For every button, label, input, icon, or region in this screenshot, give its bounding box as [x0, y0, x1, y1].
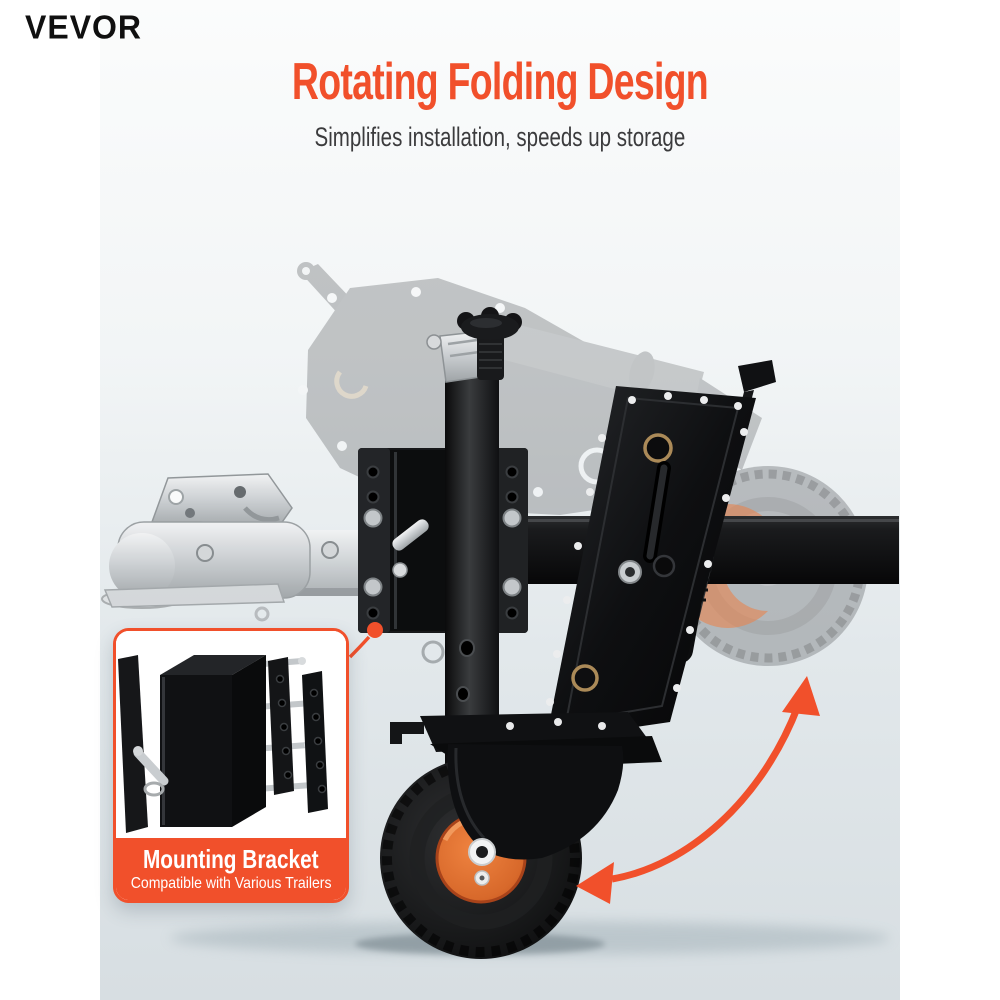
callout-subtitle: Compatible with Various Trailers — [130, 875, 332, 892]
callout-title: Mounting Bracket — [143, 844, 319, 874]
mounting-bracket-callout: Mounting Bracket Compatible with Various… — [113, 628, 349, 903]
callout-band: Mounting Bracket Compatible with Various… — [116, 838, 346, 900]
vevor-logo: VEVOR — [25, 8, 142, 47]
leader-dot-icon — [367, 622, 383, 638]
mounting-bracket — [358, 448, 528, 664]
bracket-rails — [268, 657, 328, 813]
page-title: Rotating Folding Design — [291, 53, 709, 111]
trailer-coupler — [101, 473, 382, 622]
bracket-pin — [392, 519, 429, 578]
star-knob — [457, 307, 522, 380]
rotation-arrow-icon — [576, 676, 820, 904]
jack-wheel-assembly — [380, 712, 662, 959]
arm-rivets — [546, 392, 748, 734]
page-subtitle: Simplifies installation, speeds up stora… — [314, 122, 686, 152]
bracket-pin-small — [133, 746, 169, 797]
folded-arm — [546, 360, 776, 740]
vevor-logo-text: VEVOR — [25, 8, 143, 46]
callout-leader — [348, 622, 383, 659]
swivel-fork — [447, 744, 624, 860]
bracket-photo — [116, 631, 346, 838]
jack-tube — [426, 307, 522, 830]
header: Rotating Folding Design Simplifies insta… — [0, 52, 1000, 153]
